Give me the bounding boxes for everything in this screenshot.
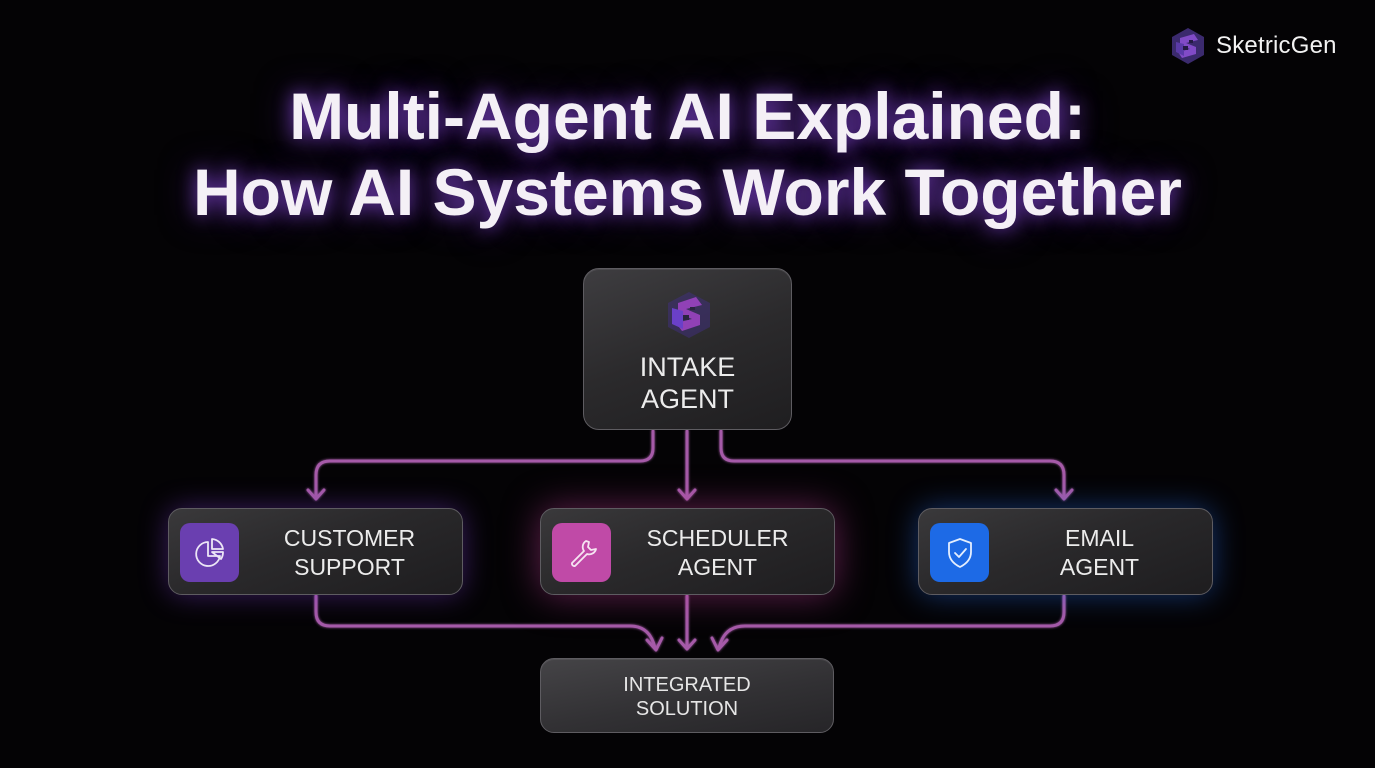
customer-support-label: CUSTOMER SUPPORT bbox=[249, 524, 450, 582]
arrowhead-integrated-right bbox=[710, 636, 729, 652]
arrowhead-integrated-center bbox=[677, 638, 697, 651]
integrated-solution-label: INTEGRATED SOLUTION bbox=[541, 673, 833, 721]
edge-intake-to-customer-support bbox=[314, 429, 655, 500]
email-line-2: AGENT bbox=[1059, 554, 1140, 580]
scheduler-agent-node[interactable]: SCHEDULER AGENT bbox=[540, 508, 835, 595]
integrated-line-2: SOLUTION bbox=[635, 698, 739, 720]
arrowhead-customer-support bbox=[306, 488, 326, 501]
customer-support-line-2: SUPPORT bbox=[294, 554, 405, 580]
edge-customer-support-to-integrated bbox=[314, 594, 657, 650]
wrench-icon bbox=[570, 539, 597, 567]
shield-check-icon bbox=[947, 537, 972, 568]
email-agent-node[interactable]: EMAIL AGENT bbox=[918, 508, 1213, 595]
edge-email-to-integrated bbox=[717, 594, 1066, 650]
page-title: Multi-Agent AI Explained: How AI Systems… bbox=[0, 78, 1375, 230]
email-line-1: EMAIL bbox=[1064, 525, 1135, 551]
integrated-solution-node[interactable]: INTEGRATED SOLUTION bbox=[540, 658, 834, 733]
title-line-1: Multi-Agent AI Explained: bbox=[289, 79, 1086, 153]
arrowhead-email bbox=[1054, 488, 1074, 501]
brand-name: SketricGen bbox=[1216, 32, 1337, 59]
brand: SketricGen bbox=[1168, 26, 1337, 66]
scheduler-line-1: SCHEDULER bbox=[646, 525, 789, 551]
sketricgen-logo-icon bbox=[1172, 28, 1204, 64]
email-label: EMAIL AGENT bbox=[999, 524, 1200, 582]
scheduler-line-2: AGENT bbox=[677, 554, 758, 580]
intake-agent-node[interactable]: INTAKE AGENT bbox=[583, 268, 792, 430]
intake-label-line-2: AGENT bbox=[640, 384, 734, 414]
intake-agent-label: INTAKE AGENT bbox=[584, 351, 791, 415]
email-icon-box bbox=[930, 523, 989, 582]
edge-intake-to-email bbox=[719, 429, 1066, 500]
customer-support-line-1: CUSTOMER bbox=[283, 525, 416, 551]
intake-label-line-1: INTAKE bbox=[639, 352, 736, 382]
integrated-line-1: INTEGRATED bbox=[623, 674, 751, 696]
arrowhead-integrated-left bbox=[645, 636, 664, 652]
sketricgen-hex-logo-icon bbox=[668, 292, 710, 338]
arrowhead-scheduler bbox=[677, 488, 697, 501]
pie-chart-icon bbox=[194, 537, 224, 567]
scheduler-icon-box bbox=[552, 523, 611, 582]
customer-support-node[interactable]: CUSTOMER SUPPORT bbox=[168, 508, 463, 595]
scheduler-label: SCHEDULER AGENT bbox=[613, 524, 822, 582]
title-line-2: How AI Systems Work Together bbox=[193, 155, 1182, 229]
customer-support-icon-box bbox=[180, 523, 239, 582]
